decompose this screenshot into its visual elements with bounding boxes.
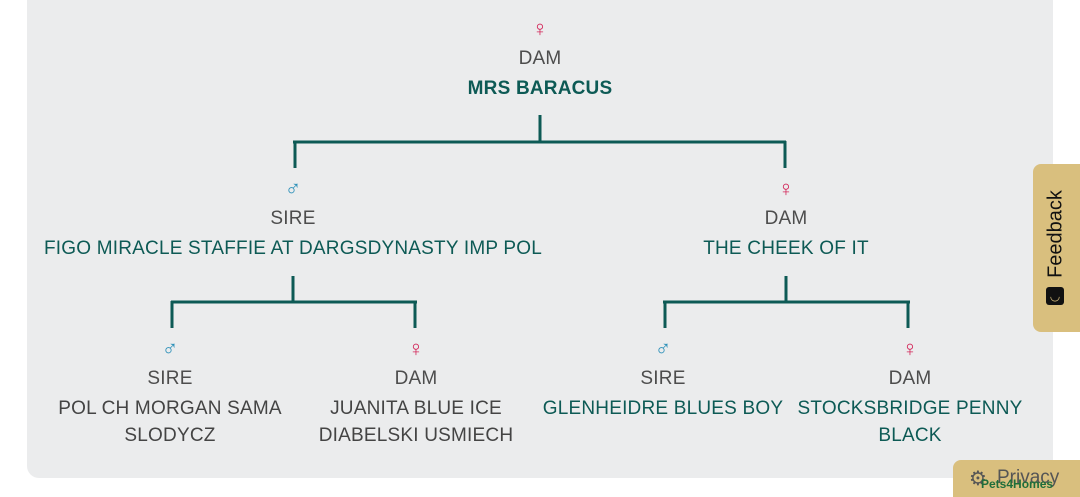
node-name-link[interactable]: GLENHEIDRE BLUES BOY [542,398,784,419]
gear-icon: ⚙ [969,468,987,490]
node-role-label: DAM [394,368,438,389]
node-name-line: BLACK [878,425,942,446]
node-name-link[interactable]: MRS BARACUS [467,78,613,99]
pedigree-node-dam-sire: ♂ SIRE GLENHEIDRE BLUES BOY [538,338,788,422]
pedigree-node-dam-dam: ♀ DAM STOCKSBRIDGE PENNY BLACK [790,338,1030,449]
node-name-line: POL CH MORGAN SAMA [58,398,282,419]
male-icon: ♂ [161,336,179,361]
feedback-label: Feedback [1044,190,1067,278]
pedigree-node-dam: ♀ DAM THE CHEEK OF IT [636,178,936,262]
node-role-label: SIRE [640,368,686,389]
pedigree-node-sire-dam: ♀ DAM JUANITA BLUE ICE DIABELSKI USMIECH [296,338,536,449]
female-icon: ♀ [531,16,549,41]
node-name-text: POL CH MORGAN SAMA SLODYCZ [50,395,290,449]
node-name-link[interactable]: THE CHEEK OF IT [703,238,869,259]
male-icon: ♂ [654,336,672,361]
node-name-line: STOCKSBRIDGE PENNY [797,398,1023,419]
node-role-label: DAM [764,208,808,229]
node-role-label: DAM [518,48,562,69]
privacy-label: Privacy [997,467,1060,488]
pedigree-node-root: ♀ DAM MRS BARACUS [390,18,690,102]
node-name-line: JUANITA BLUE ICE [330,398,502,419]
feedback-tab[interactable]: Feedback ◡ [1033,164,1080,332]
node-name-line: DIABELSKI USMIECH [318,425,514,446]
female-icon: ♀ [407,336,425,361]
pedigree-card [27,0,1053,478]
female-icon: ♀ [901,336,919,361]
node-role-label: SIRE [147,368,193,389]
brand-logo: Pets4Homes [981,477,1054,491]
privacy-button[interactable]: ⚙ Privacy Pets4Homes [953,460,1080,497]
pedigree-node-sire: ♂ SIRE FIGO MIRACLE STAFFIE AT DARGSDYNA… [43,178,543,262]
node-role-label: DAM [888,368,932,389]
node-name-text: JUANITA BLUE ICE DIABELSKI USMIECH [296,395,536,449]
pedigree-node-sire-sire: ♂ SIRE POL CH MORGAN SAMA SLODYCZ [50,338,290,449]
smile-icon: ◡ [1046,287,1064,305]
node-role-label: SIRE [270,208,316,229]
node-name-link[interactable]: STOCKSBRIDGE PENNY BLACK [790,395,1030,449]
female-icon: ♀ [777,176,795,201]
male-icon: ♂ [284,176,302,201]
node-name-line: SLODYCZ [124,425,216,446]
node-name-link[interactable]: FIGO MIRACLE STAFFIE AT DARGSDYNASTY IMP… [44,238,542,259]
